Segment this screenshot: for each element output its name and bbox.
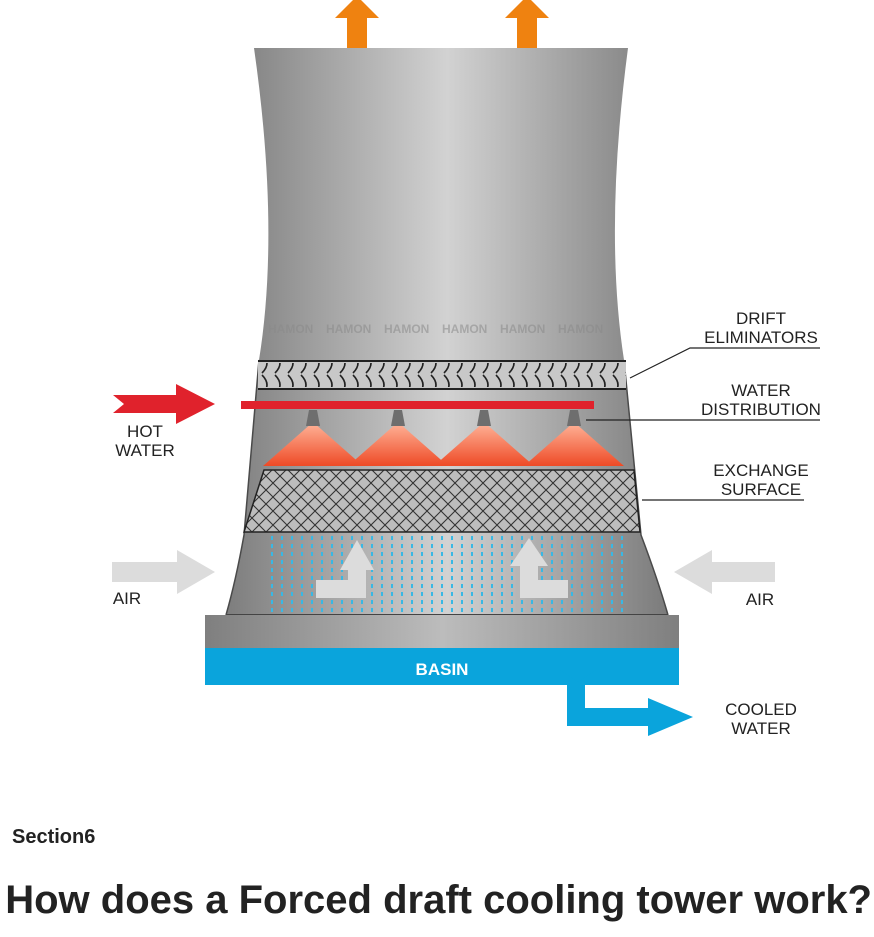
air-inlet-arrow-left	[112, 550, 215, 594]
basin-label: BASIN	[416, 660, 469, 679]
watermark-text: HAMON	[442, 322, 487, 336]
hot-water-arrow	[113, 384, 215, 424]
label-air-right: AIR	[746, 590, 774, 609]
watermark-text: HAMON	[326, 322, 371, 336]
section-label: Section6	[12, 826, 96, 848]
exchange-surface	[242, 469, 641, 533]
label-exchange-surface: EXCHANGE	[713, 461, 808, 480]
watermark-text: HAMON	[268, 322, 313, 336]
watermark-text: HAMON	[384, 322, 429, 336]
drift-eliminators	[258, 360, 626, 390]
watermark-text: HAMON	[500, 322, 545, 336]
watermark-row: HAMON HAMON HAMON HAMON HAMON HAMON	[268, 322, 603, 336]
air-inlet-arrow-right	[674, 550, 775, 594]
label-hot-water: WATER	[115, 441, 175, 460]
distribution-pipe	[241, 401, 594, 409]
label-hot-water: HOT	[127, 422, 163, 441]
leader-line-drift	[629, 347, 820, 379]
label-water-distribution: DISTRIBUTION	[701, 400, 821, 419]
label-air-left: AIR	[113, 589, 141, 608]
label-drift-eliminators: ELIMINATORS	[704, 328, 818, 347]
watermark-text: HAMON	[558, 322, 603, 336]
internal-air-arrow	[316, 540, 374, 598]
page-title: How does a Forced draft cooling tower wo…	[5, 878, 872, 922]
cooled-water-arrow	[560, 670, 693, 736]
cooling-tower-diagram: HAMON HAMON HAMON HAMON HAMON HAMON	[112, 0, 821, 738]
water-basin	[205, 648, 679, 685]
label-exchange-surface: SURFACE	[721, 480, 801, 499]
label-cooled-water: COOLED	[725, 700, 797, 719]
label-drift-eliminators: DRIFT	[736, 309, 786, 328]
spray-cones	[263, 422, 624, 466]
internal-air-arrow	[510, 538, 568, 598]
label-water-distribution: WATER	[731, 381, 791, 400]
label-cooled-water: WATER	[731, 719, 791, 738]
tower-base	[205, 615, 679, 648]
nozzles	[306, 410, 581, 426]
